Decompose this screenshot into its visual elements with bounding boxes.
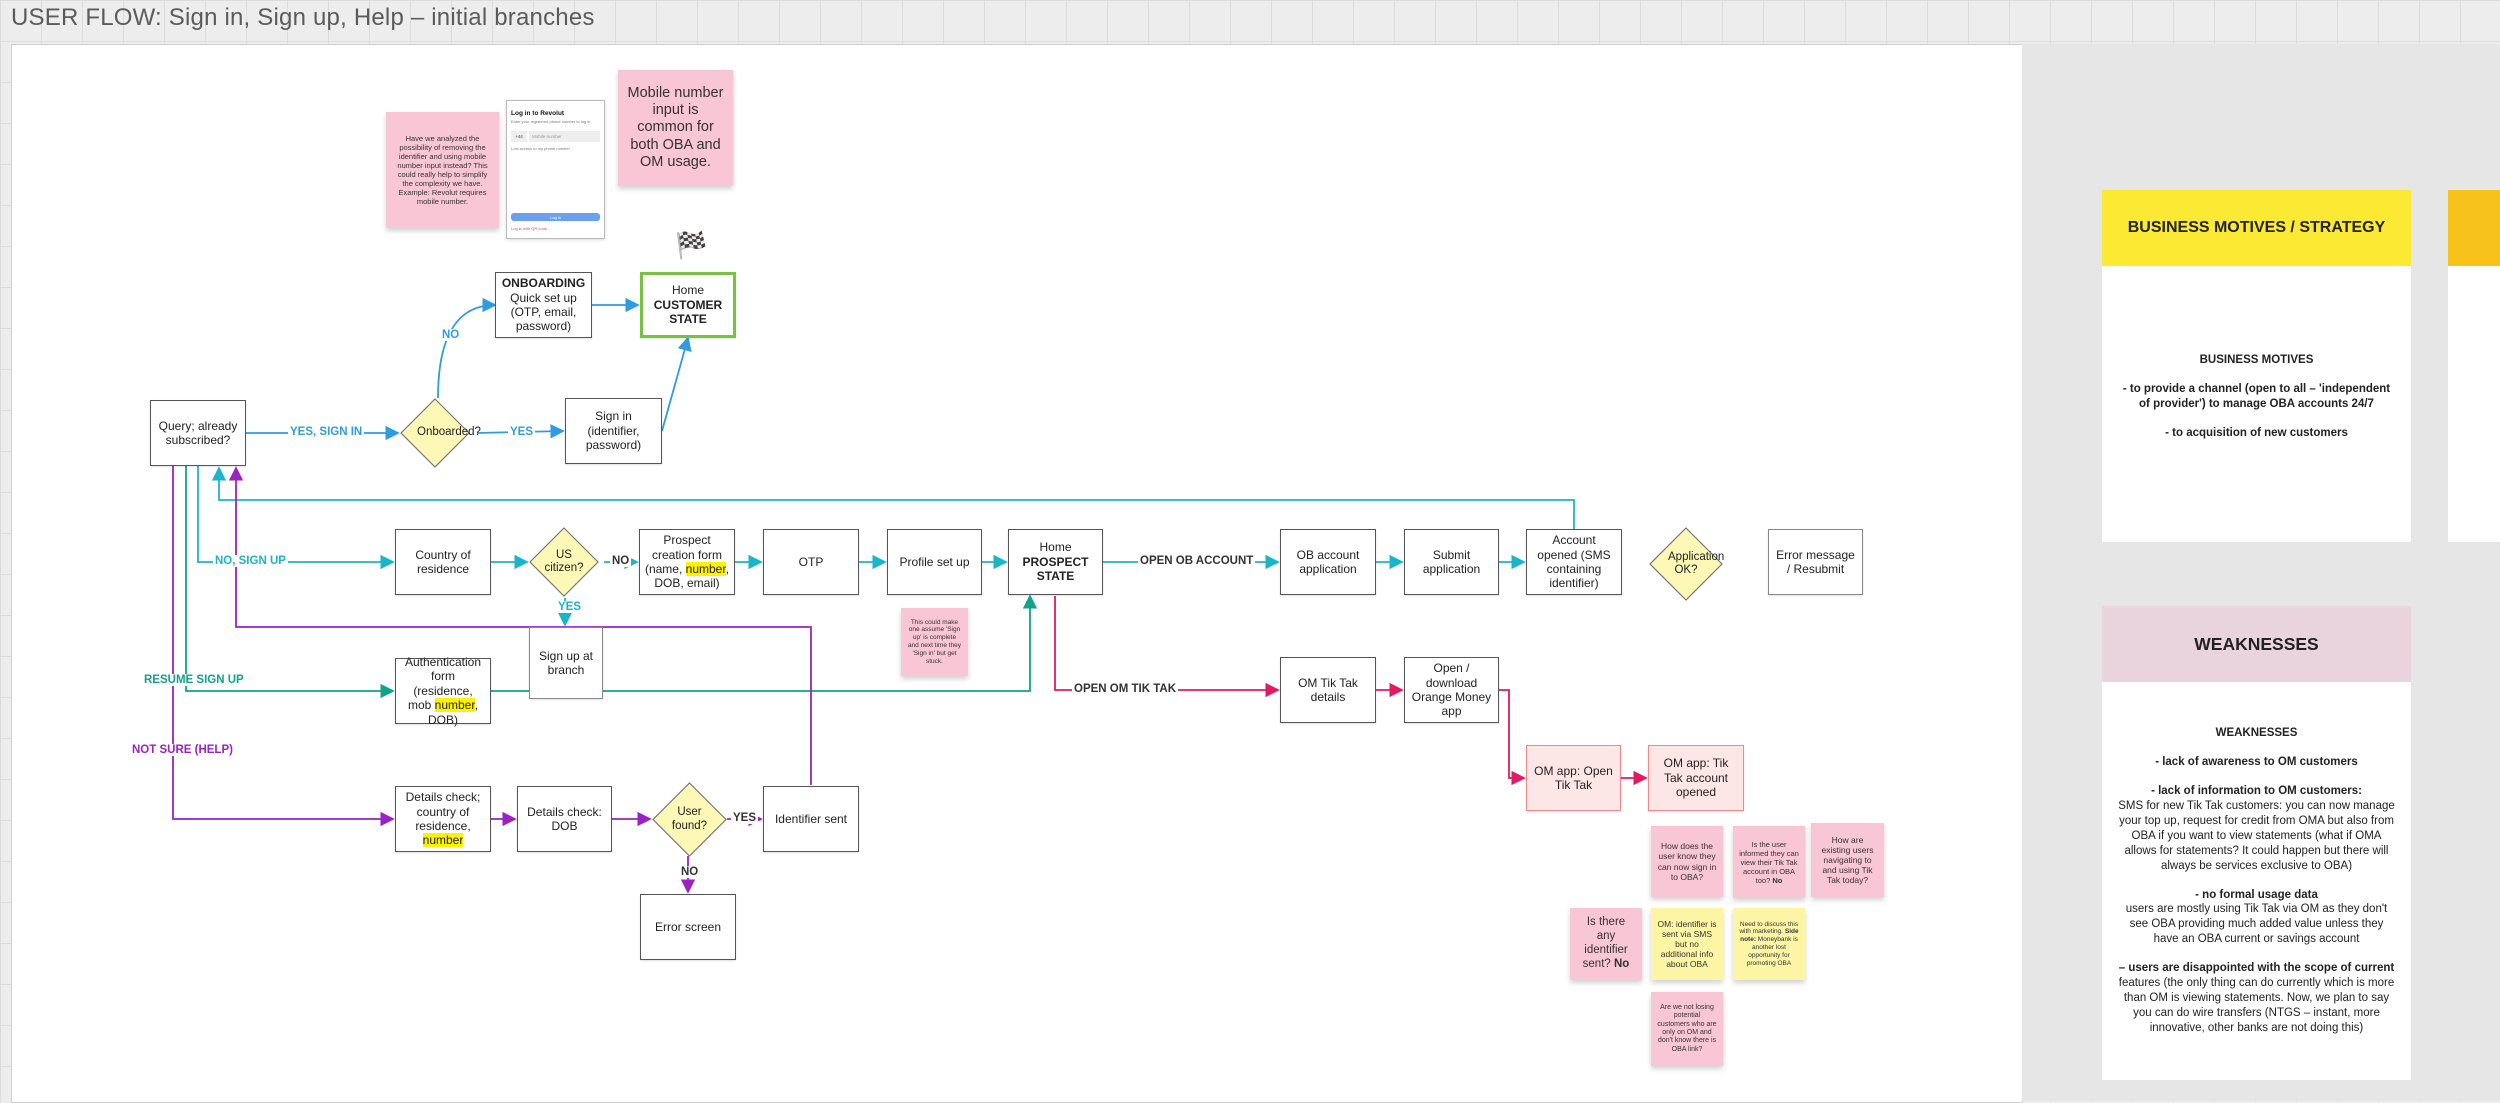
identifier-sent-text: Is there any identifier sent? — [1582, 916, 1628, 970]
identifier-sent-answer: No — [1614, 957, 1630, 970]
node-details-check-1[interactable]: Details check; country of residence, num… — [395, 786, 491, 852]
weak-item-body: features (the only thing can do currentl… — [2118, 977, 2395, 1034]
node-om-open[interactable]: OM app: Open Tik Tak — [1526, 745, 1621, 811]
node-auth-form[interactable]: Authentication form (residence, mob numb… — [395, 655, 491, 727]
node-application-ok[interactable]: Application OK? — [1649, 527, 1724, 601]
node-query[interactable]: Query; already subscribed? — [150, 400, 246, 466]
mockup-country-code: +44 — [511, 131, 527, 142]
motive-item: - to provide a channel (open to all – 'i… — [2122, 382, 2391, 410]
label-open-om: OPEN OM TIK TAK — [1072, 683, 1179, 695]
weak-item-head: - no formal usage data — [2195, 888, 2318, 901]
weak-item-head: – users are disappointed with the scope … — [2118, 962, 2395, 975]
revolut-login-mockup: Log in to Revolut Enter your registered … — [506, 100, 605, 239]
panel-strategy-title: BUSINESS MOTIVES / STRATEGY — [2102, 190, 2411, 266]
details-text: Details check; country of residence, — [405, 790, 481, 833]
label-not-sure: NOT SURE (HELP) — [130, 744, 235, 756]
label-open-ob: OPEN OB ACCOUNT — [1138, 555, 1256, 567]
mockup-login-button: Log in — [511, 213, 600, 221]
node-sign-in[interactable]: Sign in (identifier, password) — [565, 398, 662, 464]
sticky-signup-note[interactable]: This could make one assume 'Sign up' is … — [901, 608, 968, 676]
node-country[interactable]: Country of residence — [395, 529, 491, 595]
auth-highlight: number — [434, 698, 475, 713]
prospect-text-2: , DOB, email) — [654, 562, 730, 591]
weak-item-head: - lack of awareness to OM customers — [2155, 755, 2358, 768]
mockup-title: Log in to Revolut — [511, 110, 565, 117]
sticky-informed[interactable]: Is the user informed they can view their… — [1733, 826, 1805, 898]
sticky-existing[interactable]: How are existing users navigating to and… — [1811, 823, 1884, 897]
panel-weak-title: WEAKNESSES — [2102, 606, 2411, 682]
mockup-footer: Log in with QR code — [511, 226, 548, 231]
label-no-sign-up: NO, SIGN UP — [213, 555, 288, 567]
node-otp[interactable]: OTP — [763, 529, 859, 595]
node-om-opened[interactable]: OM app: Tik Tak account opened — [1648, 745, 1744, 811]
discuss-text-2: Moneybank is another lost opportunity fo… — [1746, 936, 1798, 967]
node-profile[interactable]: Profile set up — [887, 529, 982, 595]
node-details-check-2[interactable]: Details check: DOB — [517, 786, 612, 852]
node-error-screen[interactable]: Error screen — [640, 894, 736, 960]
sticky-mobile-note[interactable]: Mobile number input is common for both O… — [618, 70, 733, 186]
sticky-how-know[interactable]: How does the user know they can now sign… — [1651, 826, 1723, 897]
label-no-found: NO — [679, 866, 701, 878]
node-home-customer[interactable]: Home CUSTOMER STATE — [640, 272, 736, 338]
auth-text-1: Authentication form (residence, mob — [404, 655, 482, 713]
node-us-citizen[interactable]: US citizen? — [529, 527, 599, 597]
label-yes-us: YES — [556, 601, 584, 613]
mockup-lost-access: Lost access to my phone number — [511, 146, 570, 151]
panel-strategy-body: BUSINESS MOTIVES - to provide a channel … — [2102, 353, 2411, 441]
mockup-subtitle: Enter your registered phone number to lo… — [511, 119, 591, 124]
node-prospect[interactable]: Prospect creation form (name, number, DO… — [639, 529, 735, 595]
weak-item-head: - lack of information to OM customers: — [2151, 784, 2362, 797]
details-highlight: number — [422, 833, 464, 848]
motive-item: - to acquisition of new customers — [2165, 426, 2348, 439]
informed-text: Is the user informed they can view their… — [1739, 839, 1799, 885]
discuss-side-note: Side note: — [1740, 928, 1799, 944]
label-yes-sign-in: YES, SIGN IN — [288, 426, 365, 438]
sticky-discuss[interactable]: Need to discuss this with marketing. Sid… — [1733, 908, 1805, 980]
panel-next-partial — [2448, 190, 2500, 542]
label-resume: RESUME SIGN UP — [142, 674, 246, 686]
motives-heading: BUSINESS MOTIVES — [2199, 354, 2314, 366]
frame-title[interactable]: USER FLOW: Sign in, Sign up, Help – init… — [11, 4, 595, 31]
node-home-prospect[interactable]: Home PROSPECT STATE — [1008, 529, 1103, 595]
prospect-text-1: Prospect creation form (name, — [644, 533, 723, 576]
sticky-identifier-note[interactable]: Have we analyzed the possibility of remo… — [386, 112, 499, 228]
node-error-resubmit[interactable]: Error message / Resubmit — [1768, 529, 1863, 595]
panel-weak-body: WEAKNESSES - lack of awareness to OM cus… — [2102, 726, 2411, 1036]
informed-answer: No — [1772, 875, 1783, 885]
sticky-identifier-sent[interactable]: Is there any identifier sent? No — [1570, 908, 1642, 980]
panel-business-motives[interactable]: BUSINESS MOTIVES / STRATEGY BUSINESS MOT… — [2102, 190, 2411, 542]
label-yes-onboarded: YES — [508, 426, 536, 438]
node-signup-branch[interactable]: Sign up at branch — [529, 627, 603, 699]
mockup-phone-input: Mobile number — [529, 131, 600, 142]
node-submit[interactable]: Submit application — [1404, 529, 1499, 595]
auth-text-2: , DOB) — [428, 698, 479, 727]
node-user-found[interactable]: User found? — [652, 782, 727, 857]
label-no-us: NO — [610, 555, 632, 567]
node-onboarded[interactable]: Onboarded? — [400, 398, 481, 468]
node-onboarding[interactable]: ONBOARDING Quick set up (OTP, email, pas… — [495, 272, 592, 338]
discuss-text: Need to discuss this with marketing. — [1739, 920, 1799, 936]
sticky-om-identifier[interactable]: OM: identifier is sent via SMS but no ad… — [1651, 908, 1723, 980]
label-yes-found: YES — [731, 812, 759, 824]
node-account-opened[interactable]: Account opened (SMS containing identifie… — [1526, 529, 1622, 595]
prospect-highlight: number — [685, 562, 726, 576]
node-open-download[interactable]: Open / download Orange Money app — [1404, 657, 1499, 723]
weak-item-body: SMS for new Tik Tak customers: you can n… — [2118, 799, 2395, 872]
weak-item-body: users are mostly using Tik Tak via OM as… — [2125, 903, 2388, 946]
checkered-flag-icon: 🏁 — [675, 230, 708, 260]
weak-heading: WEAKNESSES — [2215, 727, 2298, 739]
node-om-tiktak[interactable]: OM Tik Tak details — [1280, 657, 1376, 723]
label-no-onboarding: NO — [440, 329, 462, 341]
node-ob-application[interactable]: OB account application — [1280, 529, 1376, 595]
node-identifier-sent[interactable]: Identifier sent — [763, 786, 859, 852]
panel-weaknesses[interactable]: WEAKNESSES WEAKNESSES - lack of awarenes… — [2102, 606, 2411, 1080]
sticky-losing[interactable]: Are we not losing potential customers wh… — [1651, 992, 1723, 1066]
